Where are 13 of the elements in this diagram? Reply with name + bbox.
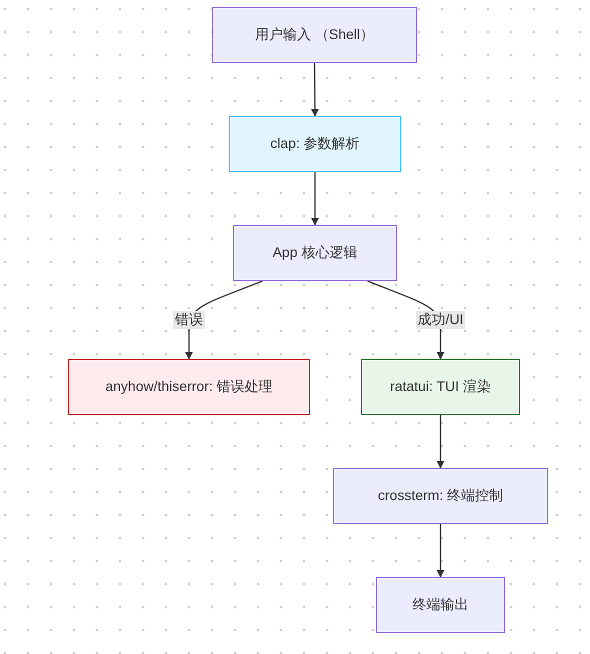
process-box: clap: 参数解析 [229,116,401,172]
process-box: 终端输出 [376,577,505,633]
process-box: crossterm: 终端控制 [333,468,548,524]
edge-label: 错误 [173,311,205,329]
process-box: ratatui: TUI 渲染 [361,359,520,415]
arrow [311,63,319,117]
arrow [436,524,444,578]
process-box: 用户输入 （Shell） [212,7,417,63]
edge-label: 成功/UI [416,311,466,329]
process-box: App 核心逻辑 [233,225,397,281]
arrow [436,415,444,469]
process-box: anyhow/thiserror: 错误处理 [68,359,310,415]
arrow [311,172,319,226]
